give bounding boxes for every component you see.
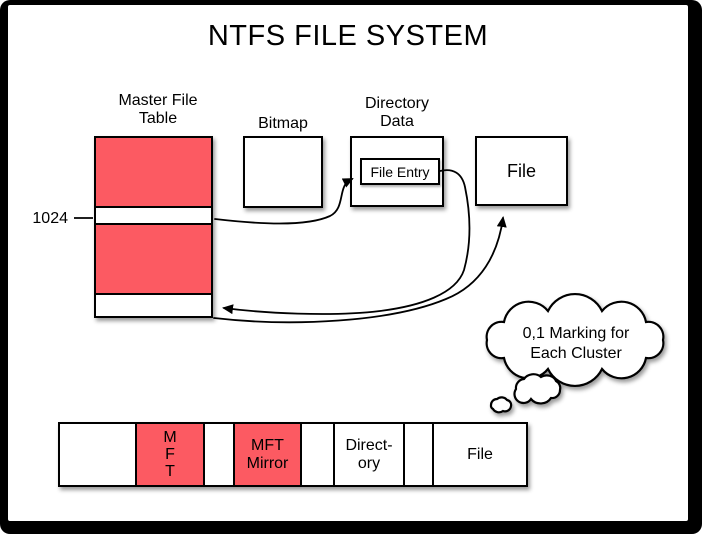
record-number-label: 1024 [32, 210, 68, 227]
disk-segment-empty-2 [205, 424, 235, 485]
disk-segment-empty-3 [302, 424, 335, 485]
file-box-label: File [506, 160, 536, 181]
page-title: NTFS FILE SYSTEM [207, 20, 489, 52]
disk-segment-file: File [467, 445, 493, 463]
disk-segment-empty-4 [405, 424, 434, 485]
mft-record-1024 [96, 208, 211, 225]
mft-free-record [96, 295, 211, 316]
mft-label: Master File Table [118, 92, 198, 128]
mft-used-region-1 [96, 138, 211, 208]
file-entry-label: File Entry [370, 163, 430, 180]
file-box: File [475, 136, 568, 206]
bitmap-label: Bitmap [258, 115, 308, 132]
mft-used-region-2 [96, 225, 211, 295]
disk-layout-bar: M F T MFT Mirror Direct- ory File [58, 422, 528, 487]
bitmap-box [243, 136, 323, 208]
disk-segment-mft-mirror: MFT Mirror [235, 424, 302, 485]
disk-segment-directory: Direct- ory [335, 424, 405, 485]
disk-segment-mft: M F T [137, 424, 205, 485]
directory-data-label: Directory Data [364, 95, 429, 131]
mft-box [94, 136, 213, 318]
cloud-annotation-text: 0,1 Marking for Each Cluster [522, 325, 630, 362]
file-entry-box: File Entry [360, 158, 440, 185]
disk-segment-empty-1 [60, 424, 137, 485]
